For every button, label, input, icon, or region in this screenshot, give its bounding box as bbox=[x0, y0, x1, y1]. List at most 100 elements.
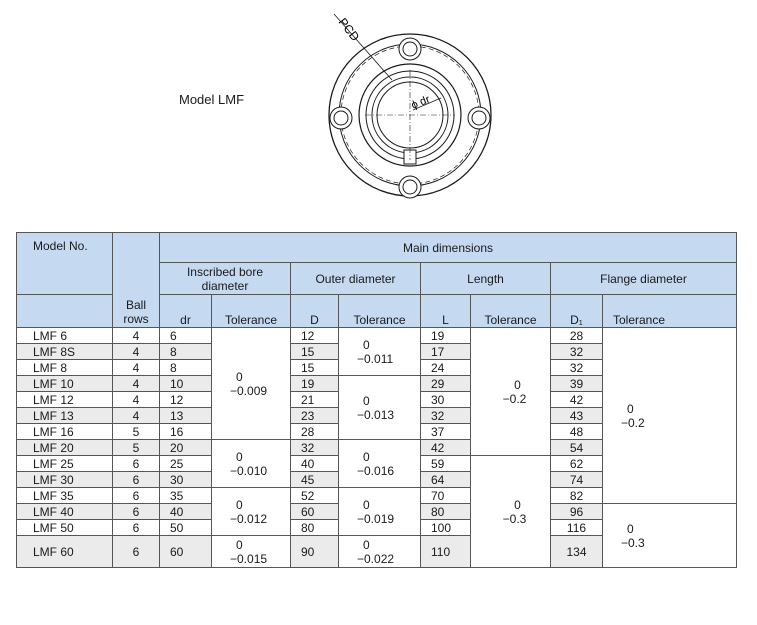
cell-D1: 116 bbox=[550, 519, 603, 536]
cell-ball-rows: 4 bbox=[112, 327, 160, 344]
tol-dr-block: 0−0.009 bbox=[211, 327, 291, 440]
cell-L: 32 bbox=[420, 407, 471, 424]
cell-dr: 8 bbox=[159, 359, 212, 376]
cell-ball-rows: 5 bbox=[112, 423, 160, 440]
cell-model: LMF 8S bbox=[16, 343, 113, 360]
header-length: Length bbox=[420, 262, 551, 295]
cell-model: LMF 8 bbox=[16, 359, 113, 376]
tolerance-lower: −0.2 bbox=[621, 415, 645, 430]
cell-D1: 48 bbox=[550, 423, 603, 440]
tol-D-block: 0−0.022 bbox=[338, 535, 421, 568]
cell-L: 17 bbox=[420, 343, 471, 360]
tolerance-upper: 0 bbox=[236, 369, 243, 384]
cell-L: 24 bbox=[420, 359, 471, 376]
header-model-no-blank bbox=[16, 294, 113, 328]
cell-D1: 28 bbox=[550, 327, 603, 344]
tolerance-lower: −0.012 bbox=[230, 511, 268, 526]
cell-L: 29 bbox=[420, 375, 471, 392]
cell-ball-rows: 6 bbox=[112, 535, 160, 568]
cell-D1: 42 bbox=[550, 391, 603, 408]
cell-ball-rows: 6 bbox=[112, 487, 160, 504]
cell-D: 52 bbox=[290, 487, 339, 504]
cell-ball-rows: 4 bbox=[112, 359, 160, 376]
header-ball-rows: Ball rows bbox=[112, 232, 160, 328]
tol-D-block: 0−0.013 bbox=[338, 375, 421, 440]
tolerance-upper: 0 bbox=[514, 497, 521, 512]
cell-D: 28 bbox=[290, 423, 339, 440]
cell-dr: 25 bbox=[159, 455, 212, 472]
cell-D: 21 bbox=[290, 391, 339, 408]
sub-dr: dr bbox=[159, 294, 212, 328]
cell-ball-rows: 4 bbox=[112, 391, 160, 408]
cell-ball-rows: 4 bbox=[112, 407, 160, 424]
model-label: Model LMF bbox=[179, 92, 245, 107]
cell-L: 70 bbox=[420, 487, 471, 504]
tolerance-upper: 0 bbox=[363, 393, 370, 408]
tolerance-upper: 0 bbox=[627, 401, 634, 416]
cell-model: LMF 20 bbox=[16, 439, 113, 456]
dimensions-table: Model No. Ball rows Main dimensions Insc… bbox=[16, 232, 737, 568]
tol-D-block: 0−0.011 bbox=[338, 327, 421, 376]
tol-L-block: 0−0.3 bbox=[470, 455, 551, 568]
cell-dr: 30 bbox=[159, 471, 212, 488]
tol-D1-block: 0−0.3 bbox=[602, 503, 737, 568]
cell-dr: 20 bbox=[159, 439, 212, 456]
cell-ball-rows: 6 bbox=[112, 471, 160, 488]
cell-ball-rows: 6 bbox=[112, 503, 160, 520]
cell-model: LMF 16 bbox=[16, 423, 113, 440]
tol-dr-block: 0−0.015 bbox=[211, 535, 291, 568]
cell-L: 59 bbox=[420, 455, 471, 472]
tolerance-lower: −0.016 bbox=[357, 463, 395, 478]
cell-model: LMF 13 bbox=[16, 407, 113, 424]
cell-model: LMF 35 bbox=[16, 487, 113, 504]
cell-dr: 8 bbox=[159, 343, 212, 360]
header-bore: Inscribed bore diameter bbox=[159, 262, 291, 295]
cell-dr: 12 bbox=[159, 391, 212, 408]
cell-L: 30 bbox=[420, 391, 471, 408]
cell-D1: 43 bbox=[550, 407, 603, 424]
cell-L: 80 bbox=[420, 503, 471, 520]
cell-D: 45 bbox=[290, 471, 339, 488]
cell-dr: 50 bbox=[159, 519, 212, 536]
cell-dr: 35 bbox=[159, 487, 212, 504]
tolerance-lower: −0.011 bbox=[357, 351, 394, 366]
cell-model: LMF 30 bbox=[16, 471, 113, 488]
tol-dr-block: 0−0.010 bbox=[211, 439, 291, 488]
tolerance-upper: 0 bbox=[514, 377, 521, 392]
tol-dr-block: 0−0.012 bbox=[211, 487, 291, 536]
sub-L: L bbox=[420, 294, 471, 328]
tolerance-lower: −0.3 bbox=[621, 535, 645, 550]
cell-D: 32 bbox=[290, 439, 339, 456]
sub-tol-D: Tolerance bbox=[338, 294, 421, 328]
cell-ball-rows: 6 bbox=[112, 455, 160, 472]
tolerance-upper: 0 bbox=[236, 449, 243, 464]
flange-drawing: PCD ϕ dr bbox=[328, 13, 492, 199]
cell-ball-rows: 4 bbox=[112, 343, 160, 360]
tol-D-block: 0−0.016 bbox=[338, 439, 421, 488]
cell-model: LMF 50 bbox=[16, 519, 113, 536]
header-outer: Outer diameter bbox=[290, 262, 421, 295]
tolerance-upper: 0 bbox=[236, 497, 243, 512]
tolerance-upper: 0 bbox=[627, 521, 634, 536]
tolerance-lower: −0.019 bbox=[357, 511, 395, 526]
cell-ball-rows: 4 bbox=[112, 375, 160, 392]
cell-D1: 134 bbox=[550, 535, 603, 568]
cell-dr: 16 bbox=[159, 423, 212, 440]
cell-dr: 40 bbox=[159, 503, 212, 520]
tolerance-upper: 0 bbox=[363, 537, 370, 552]
cell-L: 42 bbox=[420, 439, 471, 456]
cell-D1: 62 bbox=[550, 455, 603, 472]
cell-L: 110 bbox=[420, 535, 471, 568]
cell-model: LMF 60 bbox=[16, 535, 113, 568]
cell-L: 100 bbox=[420, 519, 471, 536]
cell-D: 23 bbox=[290, 407, 339, 424]
cell-D: 19 bbox=[290, 375, 339, 392]
cell-D: 15 bbox=[290, 359, 339, 376]
